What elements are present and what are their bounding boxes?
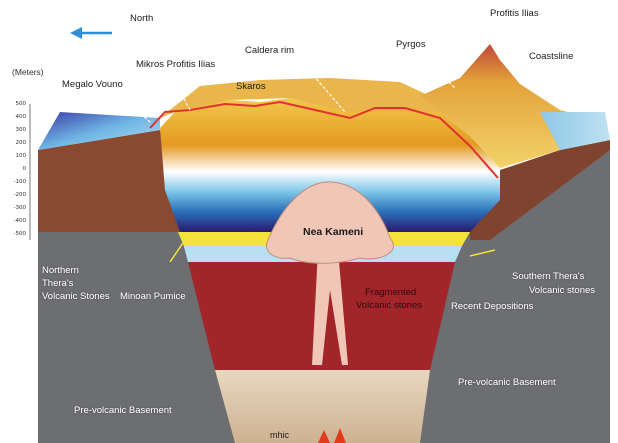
scale-tick: -200 bbox=[4, 192, 26, 198]
recent-depositions-label: Recent Depositions bbox=[451, 302, 533, 313]
prevolcanic-basement-right-label: Pre-volcanic Basement bbox=[458, 378, 556, 389]
basement-sand bbox=[215, 370, 430, 443]
scale-tick: -100 bbox=[4, 179, 26, 185]
southern-thera-label-1: Southern Thera's bbox=[512, 272, 584, 283]
pointer-pyrgos bbox=[420, 54, 455, 88]
pyrgos-label: Pyrgos bbox=[396, 40, 426, 51]
fragmented-label-1: Fragmented bbox=[365, 288, 416, 299]
north-arrow-icon bbox=[70, 27, 112, 39]
scale-tick: -300 bbox=[4, 205, 26, 211]
southern-thera-label-2: Volcanic stones bbox=[529, 286, 595, 297]
scale-tick: 400 bbox=[4, 114, 26, 120]
scale-tick: -500 bbox=[4, 231, 26, 237]
north-label: North bbox=[130, 14, 153, 25]
northern-thera-label-1: Northern bbox=[42, 266, 79, 277]
meters-label: (Meters) bbox=[12, 68, 44, 78]
scale-tick: -400 bbox=[4, 218, 26, 224]
skaros-label: Skaros bbox=[236, 82, 266, 93]
bottom-partial-label: mhic bbox=[270, 430, 289, 440]
coastline-label: Coastsline bbox=[529, 52, 573, 63]
northern-thera-label-2: Thera's bbox=[42, 279, 73, 290]
mikros-profitis-ilias-label: Mikros Profitis Ilias bbox=[136, 60, 215, 71]
northern-thera-label-3: Volcanic Stones bbox=[42, 292, 110, 303]
megalo-vouno-label: Megalo Vouno bbox=[62, 80, 123, 91]
minoan-pumice-label: Minoan Pumice bbox=[120, 292, 185, 303]
fragmented-label-2: Volcanic stones bbox=[356, 301, 422, 312]
scale-tick: 300 bbox=[4, 127, 26, 133]
scale-tick: 0 bbox=[4, 166, 26, 172]
profitis-ilias-label: Profitis Ilias bbox=[490, 9, 539, 20]
caldera-rim-label: Caldera rim bbox=[245, 46, 294, 57]
scale-tick: 200 bbox=[4, 140, 26, 146]
nea-kameni-label: Nea Kameni bbox=[303, 226, 363, 238]
scale-tick: 100 bbox=[4, 153, 26, 159]
scale-tick: 500 bbox=[4, 101, 26, 107]
prevolcanic-basement-left-label: Pre-volcanic Basement bbox=[74, 406, 172, 417]
